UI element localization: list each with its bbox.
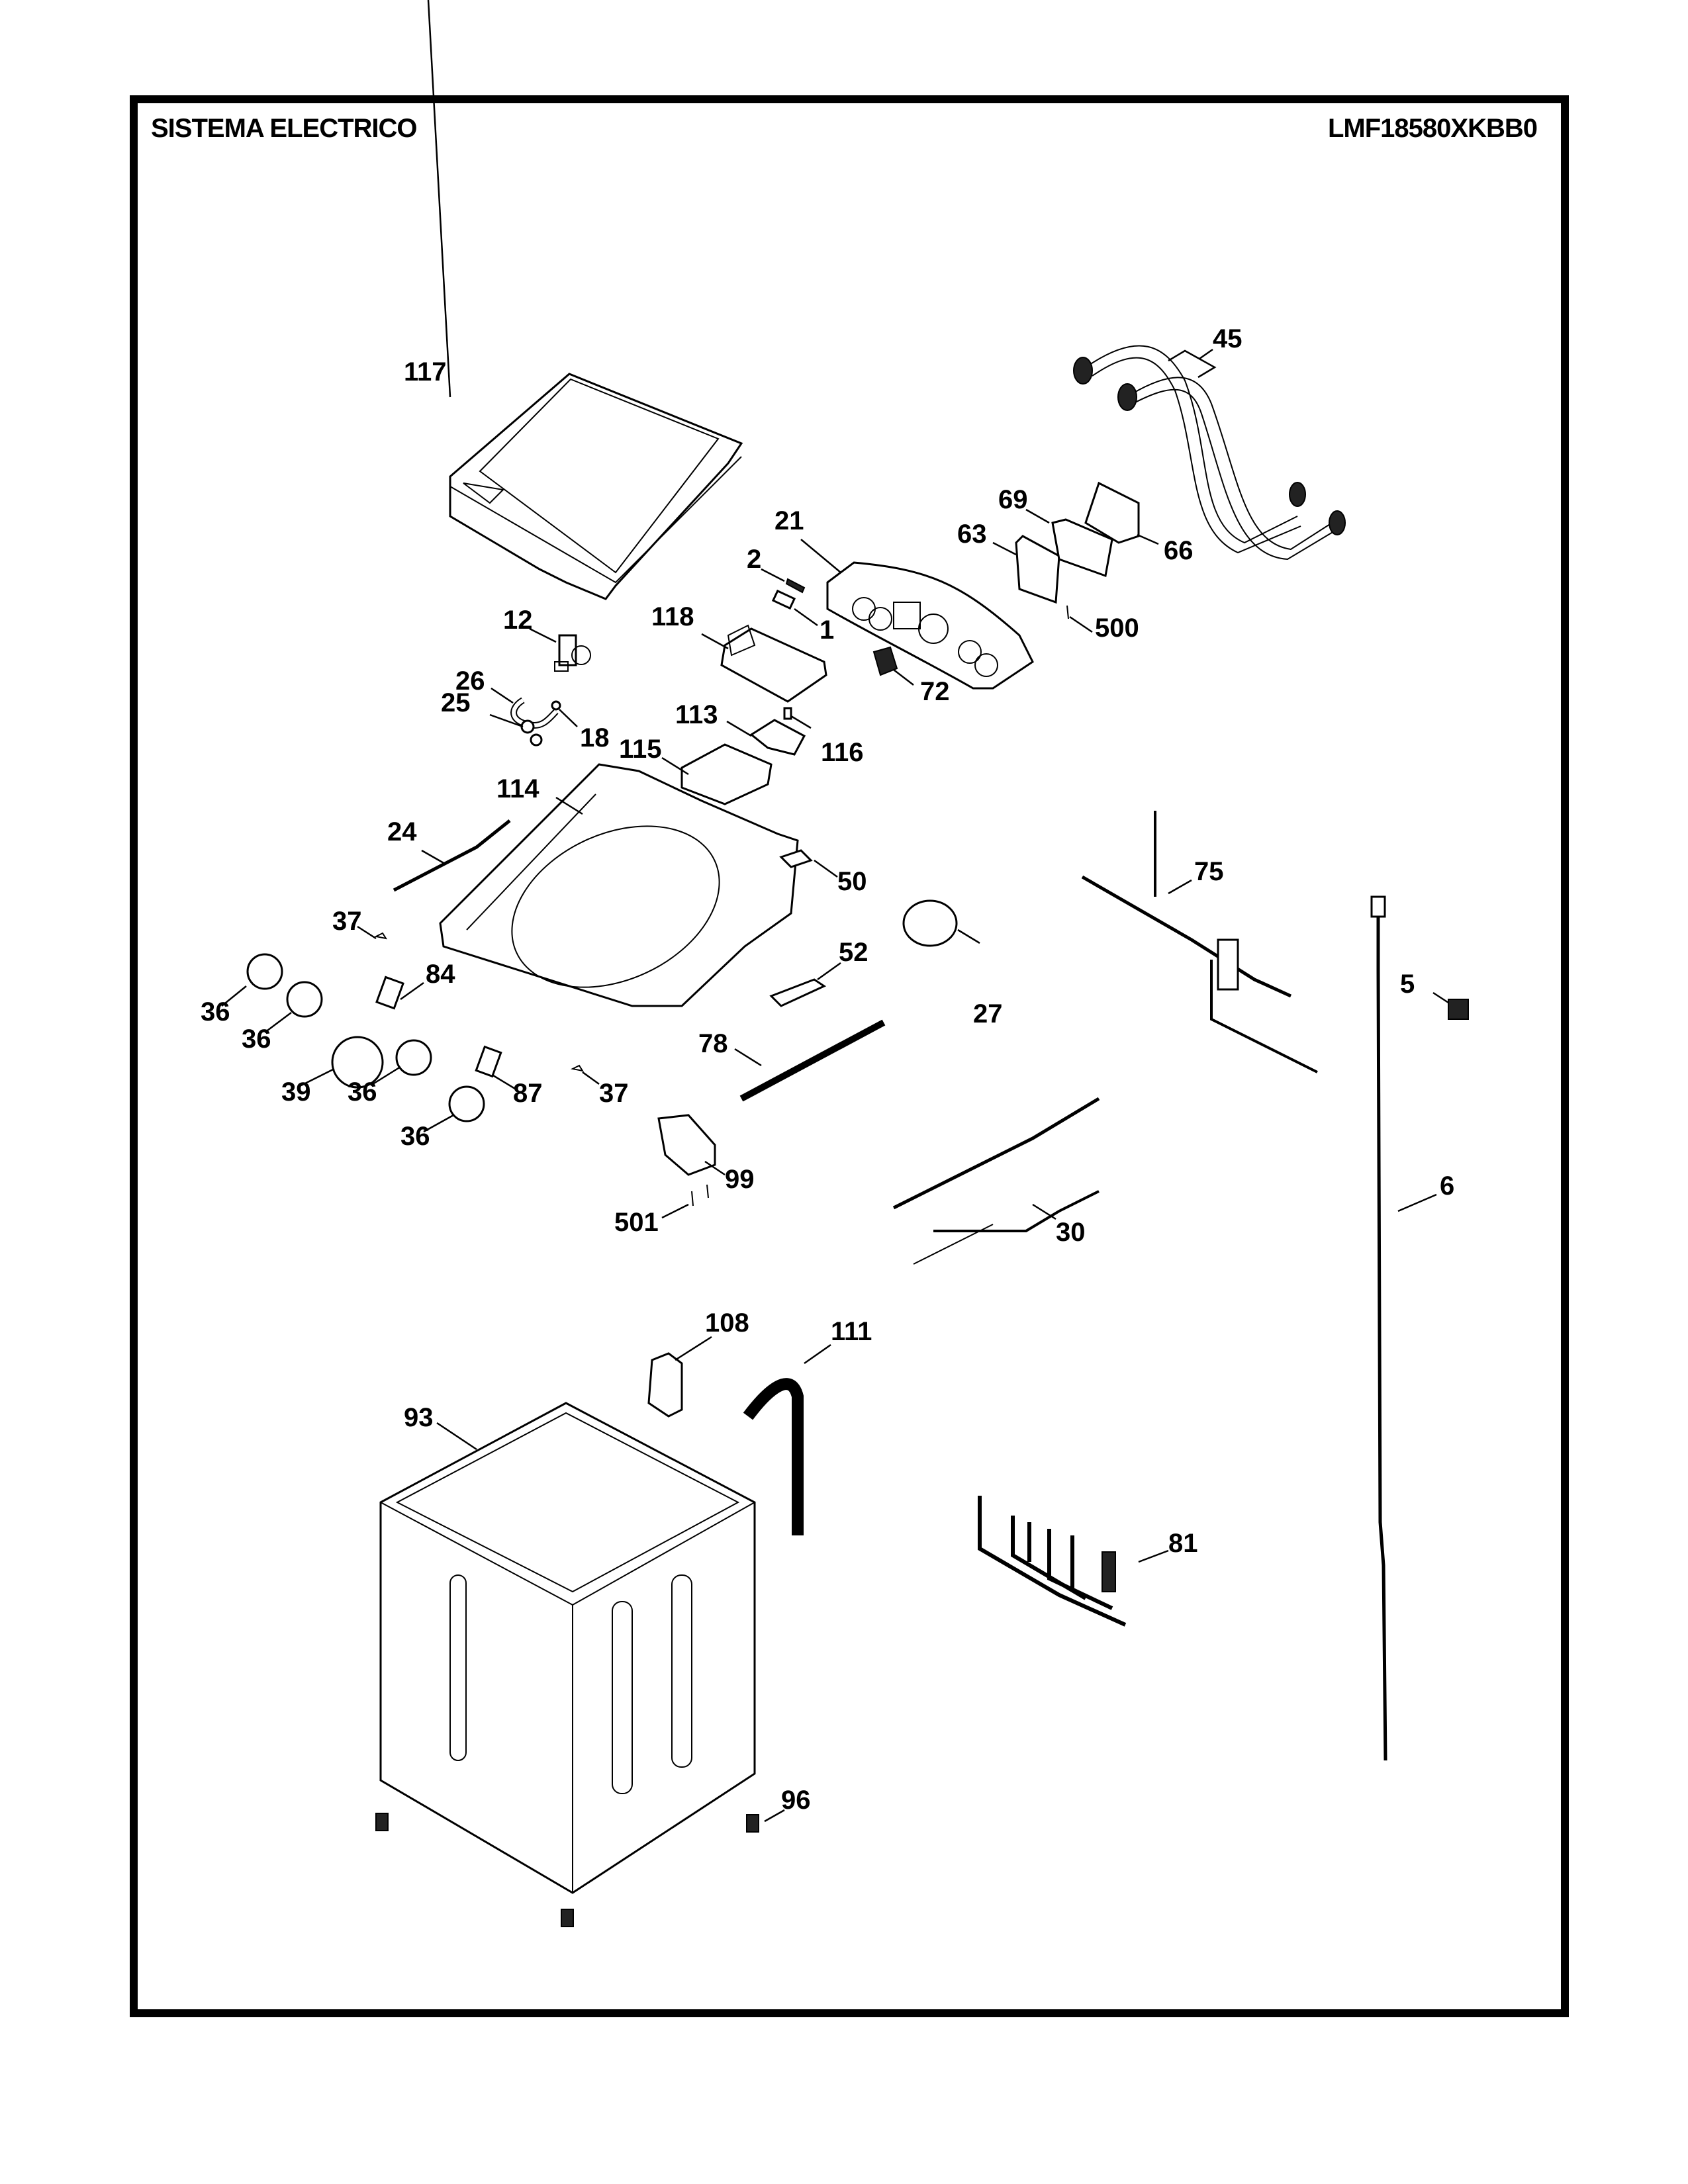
clip-b-drawing (570, 1064, 585, 1072)
label-81[interactable]: 81 (1168, 1529, 1198, 1558)
bracket-87-drawing (475, 1045, 502, 1078)
label-1[interactable]: 1 (820, 615, 834, 645)
label-24[interactable]: 24 (387, 817, 417, 846)
label-111[interactable]: 111 (831, 1317, 872, 1346)
control-panel-drawing (826, 561, 1034, 690)
clip-a-drawing (373, 932, 388, 940)
label-117[interactable]: 117 (404, 357, 447, 387)
label-2[interactable]: 2 (747, 545, 761, 574)
label-114[interactable]: 114 (496, 774, 539, 803)
cabinet-drawing (379, 1402, 756, 1894)
label-84[interactable]: 84 (426, 960, 455, 989)
power-cord-drawing (1370, 895, 1387, 1761)
label-30[interactable]: 30 (1056, 1218, 1086, 1247)
label-500[interactable]: 500 (1095, 614, 1139, 643)
pcb-drawing (1015, 481, 1140, 604)
label-36-d[interactable]: 36 (400, 1122, 430, 1151)
label-99[interactable]: 99 (725, 1165, 755, 1194)
screw-501-drawing (691, 1184, 709, 1206)
button-set-drawing (872, 646, 898, 676)
screw-500-drawing (1066, 605, 1069, 619)
label-87[interactable]: 87 (513, 1079, 543, 1108)
pressure-switch-drawing (902, 899, 958, 947)
lid-switch-drawing (779, 849, 813, 868)
label-37-a[interactable]: 37 (332, 907, 362, 936)
dispenser-assembly-drawing (720, 624, 827, 703)
connector-5-drawing (1448, 999, 1469, 1020)
motor-harness-drawing (978, 1496, 1127, 1627)
clamp-drawing (520, 719, 535, 734)
label-72[interactable]: 72 (920, 677, 950, 706)
label-25[interactable]: 25 (441, 688, 471, 717)
label-50[interactable]: 50 (837, 867, 867, 896)
label-75[interactable]: 75 (1194, 857, 1224, 886)
label-96[interactable]: 96 (781, 1786, 811, 1815)
bracket-84-drawing (375, 976, 404, 1010)
label-69[interactable]: 69 (998, 485, 1028, 514)
label-501[interactable]: 501 (614, 1208, 659, 1237)
clamp-small-drawing (551, 700, 561, 711)
label-66[interactable]: 66 (1164, 536, 1194, 565)
model-number: LMF18580XKBB0 (1327, 114, 1538, 143)
label-12[interactable]: 12 (503, 606, 533, 635)
label-37-b[interactable]: 37 (599, 1079, 629, 1108)
terminal-block-drawing (657, 1114, 716, 1176)
label-36-c[interactable]: 36 (348, 1077, 377, 1107)
label-45[interactable]: 45 (1213, 324, 1243, 353)
label-18[interactable]: 18 (580, 723, 610, 752)
harness-24-drawing (393, 819, 511, 892)
siphon-cap-drawing (783, 707, 792, 720)
knobs-drawing (246, 953, 485, 1122)
label-63[interactable]: 63 (957, 520, 987, 549)
ground-strap-drawing (739, 1019, 886, 1102)
main-harness-drawing (1081, 811, 1318, 1073)
label-78[interactable]: 78 (698, 1029, 728, 1058)
top-panel-drawing (439, 763, 799, 1007)
drain-hose-drawing (743, 1378, 804, 1535)
inlet-hoses-drawing (1073, 345, 1346, 561)
insert-drawing (771, 589, 796, 610)
label-52[interactable]: 52 (839, 938, 868, 967)
drawer-drawing (680, 743, 773, 805)
diagram-frame (130, 95, 1569, 2017)
label-26[interactable]: 26 (455, 666, 485, 696)
label-115[interactable]: 115 (619, 735, 662, 764)
label-108[interactable]: 108 (705, 1308, 749, 1338)
label-27[interactable]: 27 (973, 999, 1003, 1028)
dispenser-cup-drawing (749, 719, 806, 756)
diagram-title: SISTEMA ELECTRICO (151, 114, 418, 143)
label-39[interactable]: 39 (281, 1077, 311, 1107)
label-5[interactable]: 5 (1400, 970, 1415, 999)
leveling-feet-drawing (375, 1813, 759, 1927)
top-lid-drawing (449, 373, 743, 600)
label-116[interactable]: 116 (821, 738, 864, 767)
label-36-b[interactable]: 36 (242, 1024, 271, 1054)
label-118[interactable]: 118 (651, 602, 694, 631)
bracket-52-drawing (769, 978, 827, 1007)
label-36-a[interactable]: 36 (201, 997, 230, 1026)
lower-harness-drawing (892, 1097, 1100, 1265)
label-21[interactable]: 21 (774, 506, 804, 535)
inlet-valve-drawing (554, 634, 591, 672)
drain-pump-drawing (647, 1352, 683, 1418)
label-6[interactable]: 6 (1440, 1171, 1454, 1201)
clip-drawing (785, 578, 806, 594)
label-113[interactable]: 113 (675, 700, 718, 729)
clamp-drawing-2 (530, 733, 543, 747)
label-93[interactable]: 93 (404, 1403, 434, 1432)
